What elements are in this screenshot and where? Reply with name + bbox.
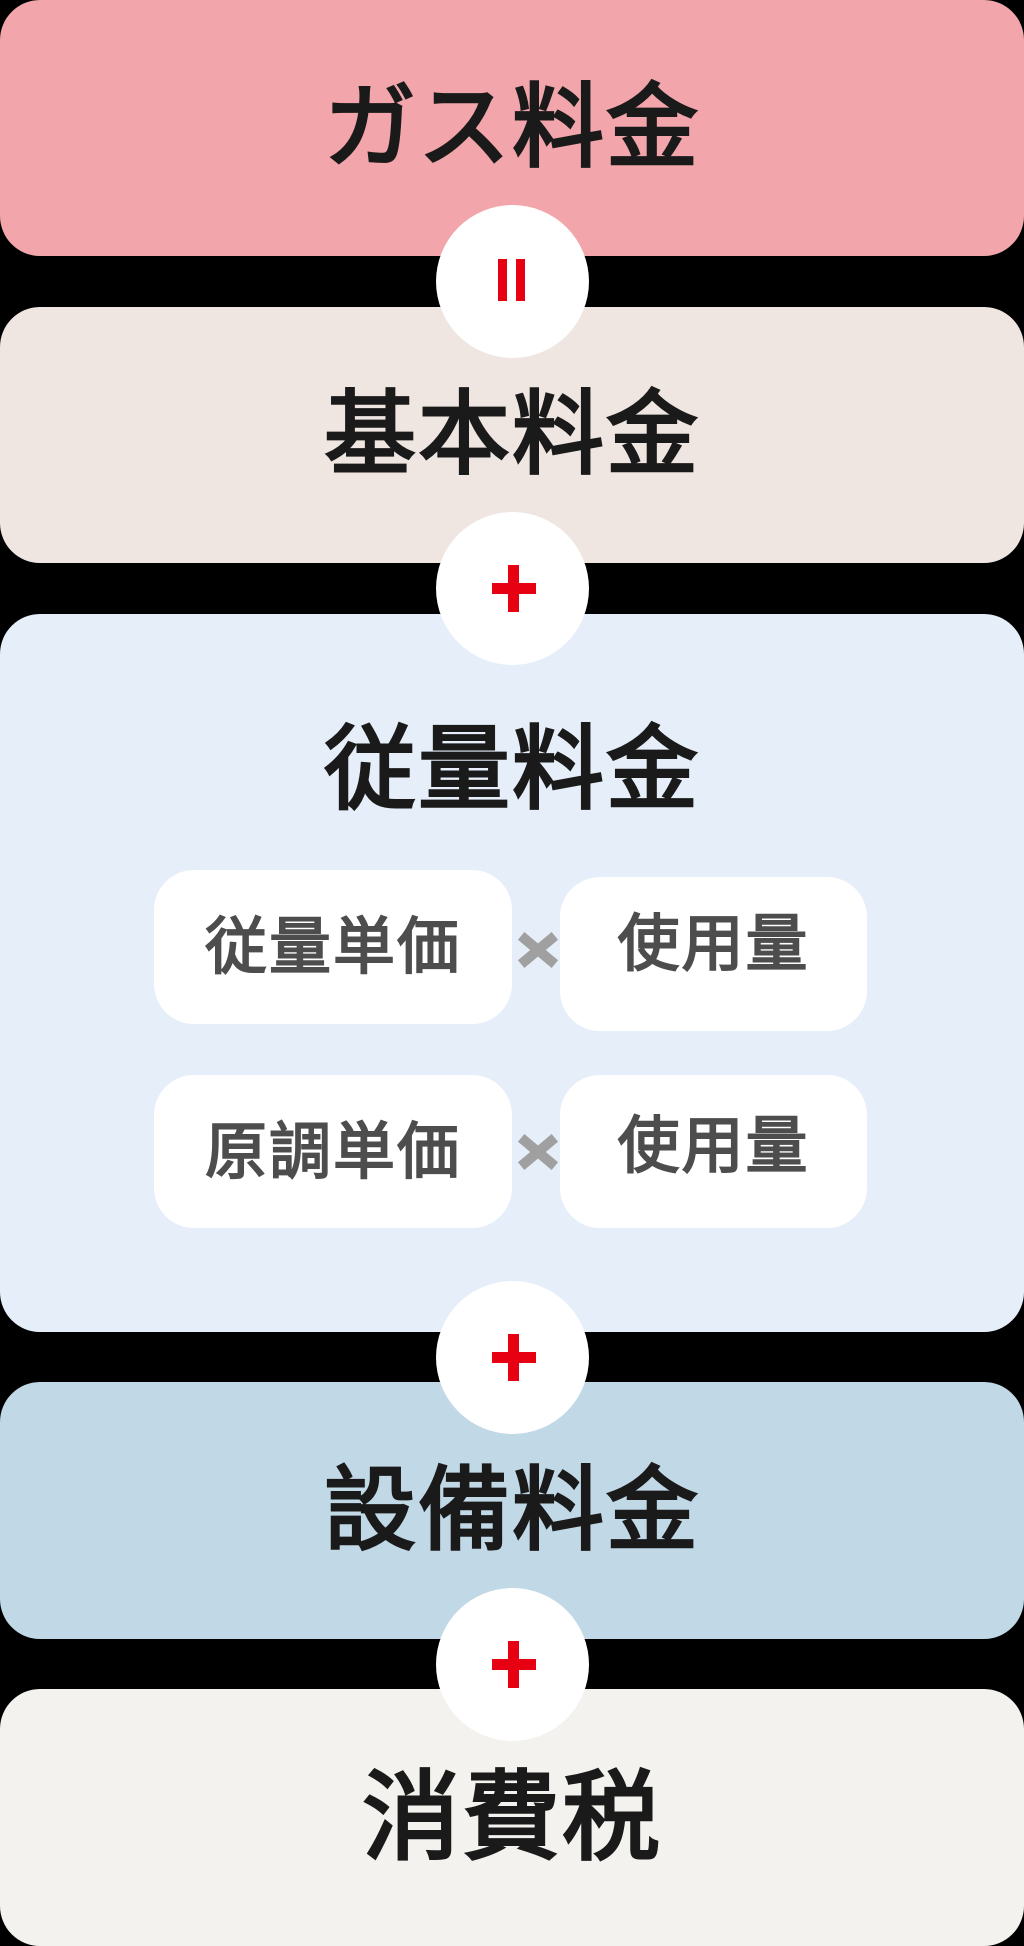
plus-operator-1 <box>436 512 589 665</box>
consumption-tax-title: 消費税 <box>361 1760 662 1875</box>
usage-fee-title: 従量料金 <box>323 716 700 823</box>
plus-operator-2 <box>436 1281 589 1434</box>
plus-operator-3 <box>436 1588 589 1741</box>
fuel-cost-unit-price-label: 原調単価 <box>204 1114 461 1188</box>
times-icon <box>514 926 562 974</box>
usage-unit-price-label: 従量単価 <box>204 910 461 983</box>
usage-amount-pill-2: 使用量 <box>560 1075 867 1228</box>
equals-operator <box>436 205 589 358</box>
usage-unit-price-pill: 従量単価 <box>154 870 512 1024</box>
equipment-fee-title: 設備料金 <box>323 1456 700 1564</box>
usage-amount-label-1: 使用量 <box>617 907 810 980</box>
usage-amount-pill-1: 使用量 <box>560 877 867 1031</box>
usage-amount-label-2: 使用量 <box>617 1108 810 1182</box>
fuel-cost-unit-price-pill: 原調単価 <box>154 1075 512 1228</box>
basic-fee-title: 基本料金 <box>323 381 700 488</box>
times-icon <box>514 1128 562 1176</box>
usage-fee-box: 従量料金 従量単価 使用量 原調単価 使用量 <box>0 614 1024 1332</box>
gas-fee-title: ガス料金 <box>323 74 700 181</box>
